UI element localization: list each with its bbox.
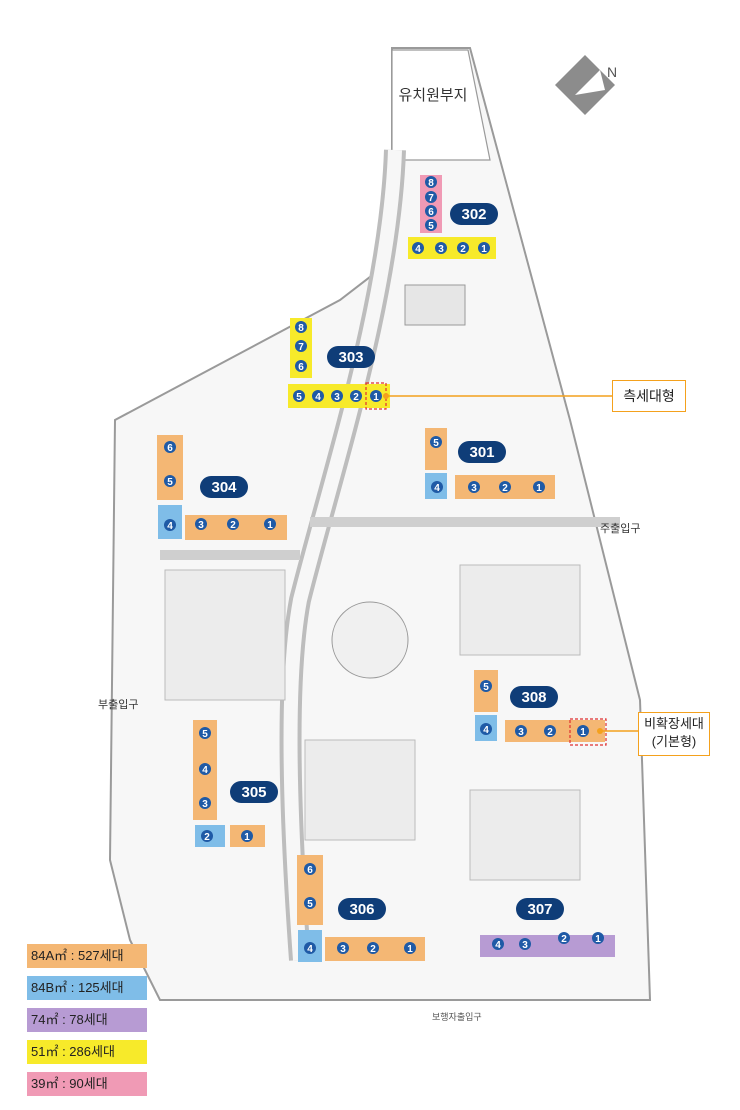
svg-text:4: 4 — [495, 940, 501, 951]
svg-text:2: 2 — [460, 244, 466, 255]
legend-item-74: 74㎡ : 78세대 — [27, 1008, 147, 1032]
building-307[interactable]: 4 3 2 1 307 — [480, 898, 615, 957]
side-unit-callout: 측세대형 — [612, 380, 686, 412]
svg-text:5: 5 — [433, 438, 439, 449]
svg-text:N: N — [607, 64, 617, 80]
svg-text:306: 306 — [349, 901, 374, 918]
main-entrance-label: 주출입구 — [600, 522, 640, 535]
svg-text:5: 5 — [483, 682, 489, 693]
parking-west — [164, 569, 286, 701]
svg-text:2: 2 — [204, 832, 210, 843]
svg-text:3: 3 — [202, 799, 208, 810]
community-center — [404, 284, 466, 326]
svg-text:8: 8 — [428, 178, 434, 189]
svg-text:2: 2 — [547, 727, 553, 738]
building-303[interactable]: 8 7 6 5 4 3 2 1 303 — [288, 318, 390, 410]
parking-southeast — [469, 789, 581, 881]
svg-text:1: 1 — [536, 483, 542, 494]
svg-text:5: 5 — [296, 392, 302, 403]
central-plaza — [331, 601, 409, 679]
svg-text:5: 5 — [428, 221, 434, 232]
svg-text:304: 304 — [211, 479, 237, 496]
svg-text:4: 4 — [202, 765, 208, 776]
svg-text:4: 4 — [415, 244, 421, 255]
svg-text:3: 3 — [438, 244, 444, 255]
svg-text:2: 2 — [561, 934, 567, 945]
building-304[interactable]: 6 5 4 3 2 1 304 — [157, 435, 287, 540]
svg-text:7: 7 — [428, 193, 434, 204]
svg-text:3: 3 — [340, 944, 346, 955]
svg-text:3: 3 — [198, 520, 204, 531]
svg-text:301: 301 — [469, 444, 494, 461]
svg-text:308: 308 — [521, 689, 546, 706]
svg-text:1: 1 — [407, 944, 413, 955]
legend-item-84b: 84B㎡ : 125세대 — [27, 976, 147, 1000]
svg-text:5: 5 — [167, 477, 173, 488]
svg-text:6: 6 — [307, 865, 313, 876]
main-road-center — [283, 149, 402, 961]
svg-text:1: 1 — [373, 392, 379, 403]
svg-text:6: 6 — [428, 207, 434, 218]
pedestrian-entrance-label: 보행자출입구 — [432, 1011, 482, 1022]
svg-text:3: 3 — [522, 940, 528, 951]
non-expanded-callout: 비확장세대 (기본형) — [638, 712, 710, 756]
svg-text:3: 3 — [471, 483, 477, 494]
svg-text:1: 1 — [267, 520, 273, 531]
legend-item-51: 51㎡ : 286세대 — [27, 1040, 147, 1064]
building-302[interactable]: 8 7 6 5 4 3 2 1 302 — [408, 175, 498, 259]
kindergarten-lot — [391, 49, 491, 161]
callout-dot-nonexpanded — [597, 728, 603, 734]
svg-text:6: 6 — [167, 443, 173, 454]
svg-text:4: 4 — [307, 944, 313, 955]
building-301[interactable]: 5 4 3 2 1 301 — [425, 428, 555, 499]
parking-center — [304, 739, 416, 841]
svg-text:4: 4 — [167, 521, 173, 532]
svg-text:5: 5 — [202, 729, 208, 740]
building-305[interactable]: 5 4 3 2 1 305 — [193, 720, 278, 847]
parking-east — [459, 564, 581, 656]
svg-text:2: 2 — [502, 483, 508, 494]
non-expanded-callout-line2: (기본형) — [651, 734, 697, 749]
building-308[interactable]: 5 4 3 2 1 308 — [474, 670, 607, 746]
svg-text:3: 3 — [334, 392, 340, 403]
svg-text:302: 302 — [461, 206, 486, 223]
svg-text:2: 2 — [370, 944, 376, 955]
svg-text:1: 1 — [595, 934, 601, 945]
svg-text:6: 6 — [298, 362, 304, 373]
kindergarten-label: 유치원부지 — [398, 87, 467, 104]
callout-dot-side — [383, 393, 389, 399]
north-arrow-icon: N — [555, 55, 617, 115]
unit-type-legend: 84A㎡ : 527세대 84B㎡ : 125세대 74㎡ : 78세대 51㎡… — [27, 944, 147, 1104]
svg-text:4: 4 — [434, 483, 440, 494]
svg-text:1: 1 — [244, 832, 250, 843]
legend-item-39: 39㎡ : 90세대 — [27, 1072, 147, 1096]
svg-text:7: 7 — [298, 342, 304, 353]
svg-text:2: 2 — [230, 520, 236, 531]
svg-text:1: 1 — [580, 727, 586, 738]
side-unit-callout-text: 측세대형 — [623, 388, 675, 404]
svg-text:307: 307 — [527, 901, 552, 918]
svg-text:1: 1 — [481, 244, 487, 255]
svg-text:3: 3 — [518, 727, 524, 738]
svg-text:8: 8 — [298, 323, 304, 334]
svg-text:2: 2 — [353, 392, 359, 403]
sub-entrance-label: 부출입구 — [98, 698, 138, 711]
svg-text:305: 305 — [241, 784, 266, 801]
legend-item-84a: 84A㎡ : 527세대 — [27, 944, 147, 968]
svg-text:303: 303 — [338, 349, 363, 366]
building-306[interactable]: 6 5 4 3 2 1 306 — [297, 855, 425, 962]
non-expanded-callout-line1: 비확장세대 — [644, 716, 704, 731]
svg-text:5: 5 — [307, 899, 313, 910]
svg-text:4: 4 — [315, 392, 321, 403]
svg-text:4: 4 — [483, 725, 489, 736]
